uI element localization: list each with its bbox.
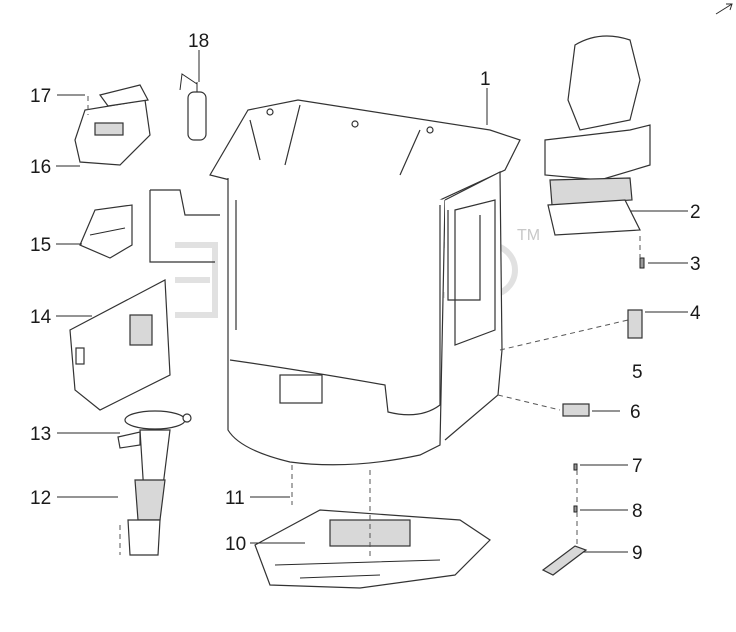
cab-frame <box>209 99 521 466</box>
callout-labels: 1 2 3 4 5 6 7 8 9 10 11 12 13 14 15 16 1… <box>30 31 701 564</box>
callout-17: 17 <box>30 86 51 107</box>
callout-8: 8 <box>632 501 643 522</box>
callout-11: 11 <box>225 488 245 509</box>
watermark-tm: TM <box>517 227 540 244</box>
bolt-part-3 <box>639 257 645 269</box>
switch-part-6 <box>562 403 590 417</box>
bracket-part-9 <box>541 545 588 576</box>
bolt-part-8 <box>573 505 578 513</box>
leader-lines <box>56 50 688 553</box>
armrest-box <box>74 84 151 166</box>
callout-16: 16 <box>30 157 51 178</box>
callout-12: 12 <box>30 488 51 509</box>
steering-column <box>117 410 192 556</box>
floor-mat <box>254 509 491 589</box>
callout-2: 2 <box>690 202 701 223</box>
callout-6: 6 <box>630 402 641 423</box>
control-bracket <box>79 204 133 259</box>
callout-3: 3 <box>690 254 701 275</box>
callout-14: 14 <box>30 307 52 328</box>
callout-13: 13 <box>30 424 51 445</box>
callout-15: 15 <box>30 235 51 256</box>
assembly-guide-lines <box>87 96 641 560</box>
callout-10: 10 <box>225 534 246 555</box>
callout-4: 4 <box>690 303 701 324</box>
corner-arrow-icon <box>715 3 733 15</box>
fire-extinguisher <box>179 73 207 141</box>
callout-7: 7 <box>632 456 643 477</box>
operator-seat <box>544 35 651 236</box>
callout-18: 18 <box>188 31 209 52</box>
callout-1: 1 <box>480 69 491 90</box>
ventilation-pipe <box>149 189 481 301</box>
lamp-part-4 <box>627 309 643 339</box>
bolt-part-7 <box>573 463 578 471</box>
callout-5: 5 <box>632 362 643 383</box>
callout-9: 9 <box>632 543 643 564</box>
side-console-panel <box>69 279 171 411</box>
